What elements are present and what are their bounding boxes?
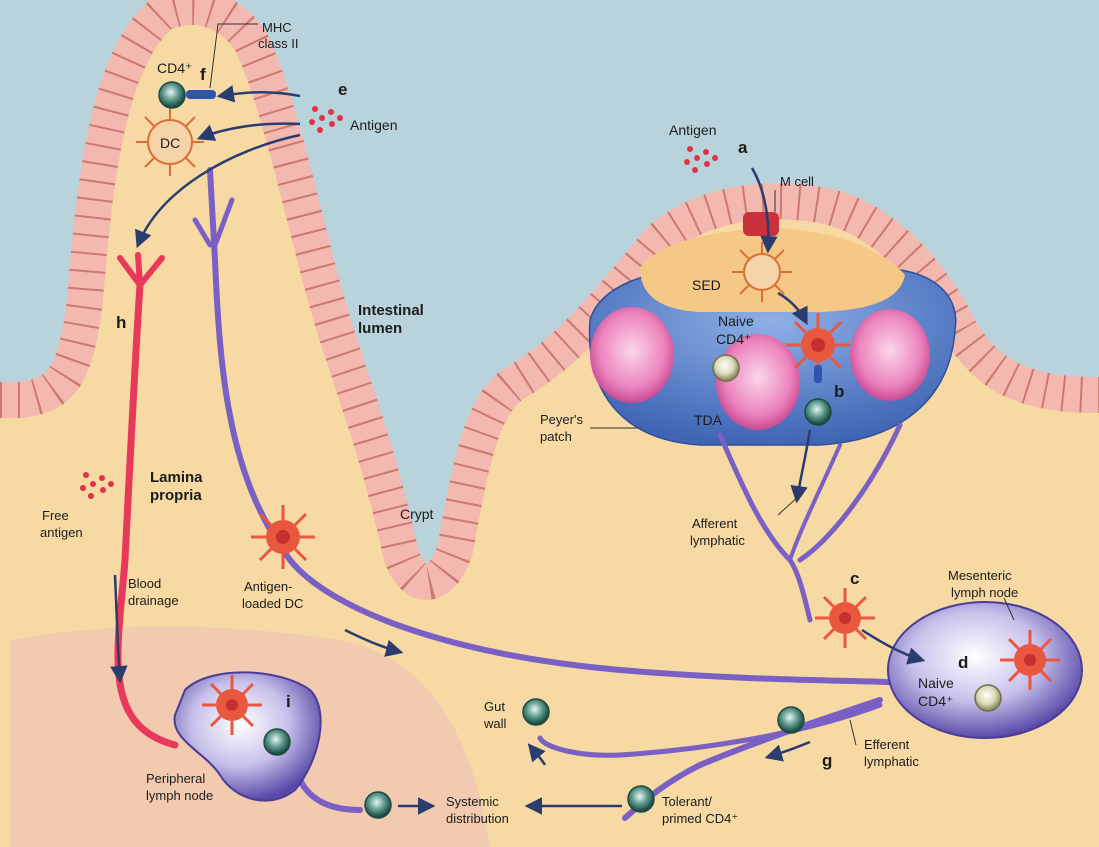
dc-antigen-loaded [251, 505, 315, 569]
peripheral-node-t-cell [264, 729, 290, 755]
mhc-class-ii-complex [186, 90, 216, 99]
label-mhc-class: class II [258, 36, 298, 51]
dc-sed [732, 242, 792, 302]
label-cd4-top: CD4⁺ [157, 60, 192, 76]
follicle-center [716, 334, 800, 430]
step-g: g [822, 751, 832, 770]
label-antigen-villus: Antigen [350, 117, 397, 133]
label-peyers-1: Peyer's [540, 412, 583, 427]
label-mesenteric-1: Mesenteric [948, 568, 1012, 583]
label-crypt: Crypt [400, 506, 434, 522]
label-mhc: MHC [262, 20, 292, 35]
label-mesenteric-2: lymph node [951, 585, 1018, 600]
follicle-right [850, 309, 930, 401]
label-free-antigen: antigen [40, 525, 83, 540]
step-h: h [116, 313, 126, 332]
label-tolerant-2: primed CD4⁺ [662, 811, 738, 826]
step-i: i [286, 692, 291, 711]
label-blood-1: Blood [128, 576, 161, 591]
label-lumen: lumen [358, 320, 402, 337]
label-propria: propria [150, 487, 202, 504]
label-intestinal: Intestinal [358, 302, 424, 319]
label-free: Free [42, 508, 69, 523]
label-m-cell: M cell [780, 174, 814, 189]
m-cell [743, 212, 779, 236]
label-loaded-1: Antigen- [244, 579, 292, 594]
dc-in-afferent [815, 588, 875, 648]
label-naive-patch-2: CD4⁺ [716, 331, 751, 347]
step-d: d [958, 653, 968, 672]
t-cell-patch [805, 399, 831, 425]
label-peyers-2: patch [540, 429, 572, 444]
dc-in-peripheral-node [202, 675, 262, 735]
follicle-left [590, 307, 674, 403]
label-naive-patch-1: Naive [718, 313, 754, 329]
label-loaded-2: loaded DC [242, 596, 303, 611]
naive-t-cell-patch [713, 355, 739, 381]
label-node-naive-1: Naive [918, 675, 954, 691]
mhc-patch [814, 365, 822, 383]
step-c: c [850, 569, 859, 588]
label-afferent-2: lymphatic [690, 533, 745, 548]
label-peripheral-2: lymph node [146, 788, 213, 803]
label-gut-2: wall [483, 716, 507, 731]
tolerant-t-cell [628, 786, 654, 812]
t-cell-villus [159, 82, 185, 108]
dc-in-mesenteric-node [1000, 630, 1060, 690]
label-tolerant-1: Tolerant/ [662, 794, 712, 809]
gut-wall-t-cell [523, 699, 549, 725]
label-afferent-1: Afferent [692, 516, 738, 531]
label-lamina: Lamina [150, 469, 203, 486]
label-peripheral-1: Peripheral [146, 771, 205, 786]
label-efferent-1: Efferent [864, 737, 910, 752]
step-b: b [834, 382, 844, 401]
label-gut-1: Gut [484, 699, 505, 714]
label-antigen-patch: Antigen [669, 122, 716, 138]
label-efferent-2: lymphatic [864, 754, 919, 769]
systemic-t-cell [365, 792, 391, 818]
mesenteric-lymph-node [888, 602, 1082, 738]
label-dc: DC [160, 135, 180, 151]
step-a: a [738, 138, 748, 157]
label-tda: TDA [694, 412, 723, 428]
label-node-naive-2: CD4⁺ [918, 693, 953, 709]
naive-t-cell-node [975, 685, 1001, 711]
label-blood-2: drainage [128, 593, 179, 608]
label-systemic-2: distribution [446, 811, 509, 826]
label-systemic-1: Systemic [446, 794, 499, 809]
efferent-t-cell [778, 707, 804, 733]
label-sed: SED [692, 277, 721, 293]
step-e: e [338, 80, 347, 99]
step-f: f [200, 65, 206, 84]
